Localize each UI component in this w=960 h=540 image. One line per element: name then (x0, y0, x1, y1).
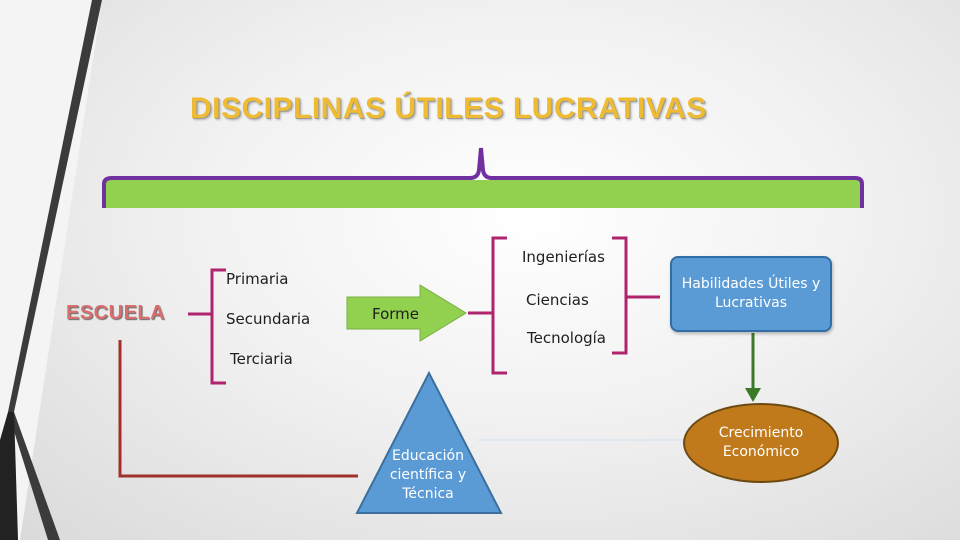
purple-brace (102, 147, 864, 208)
level-secundaria: Secundaria (226, 310, 311, 328)
school-to-education-line (118, 340, 358, 478)
stripe-light-shape (0, 0, 102, 540)
stripe-corner (0, 412, 18, 540)
level-primaria: Primaria (226, 270, 289, 288)
forme-label: Forme (372, 305, 420, 323)
skills-box: Habilidades Útiles y Lucrativas (670, 256, 832, 332)
stripe-dark-lower (8, 412, 60, 540)
levels-bracket-left (210, 268, 226, 385)
level-terciaria: Terciaria (230, 350, 293, 368)
growth-circle: Crecimiento Económico (683, 403, 839, 483)
field-tecnologia: Tecnología (527, 329, 606, 347)
fields-bracket-left (491, 236, 507, 375)
escuela-label: ESCUELA (66, 302, 166, 324)
field-ciencias: Ciencias (526, 291, 589, 309)
skills-box-label: Habilidades Útiles y Lucrativas (681, 276, 821, 311)
forme-arrow (346, 284, 467, 342)
page-title: DISCIPLINAS ÚTILES LUCRATIVAS (190, 92, 707, 125)
field-ingenierias: Ingenierías (522, 248, 605, 266)
stripe-dark-upper (8, 0, 102, 412)
growth-arrow-head (745, 388, 761, 402)
triangle-label: Educación científica y Técnica (389, 448, 467, 502)
growth-circle-label: Crecimiento Económico (718, 425, 804, 460)
education-triangle (355, 370, 503, 514)
green-bar (104, 180, 862, 208)
fields-bracket-right (612, 236, 628, 355)
